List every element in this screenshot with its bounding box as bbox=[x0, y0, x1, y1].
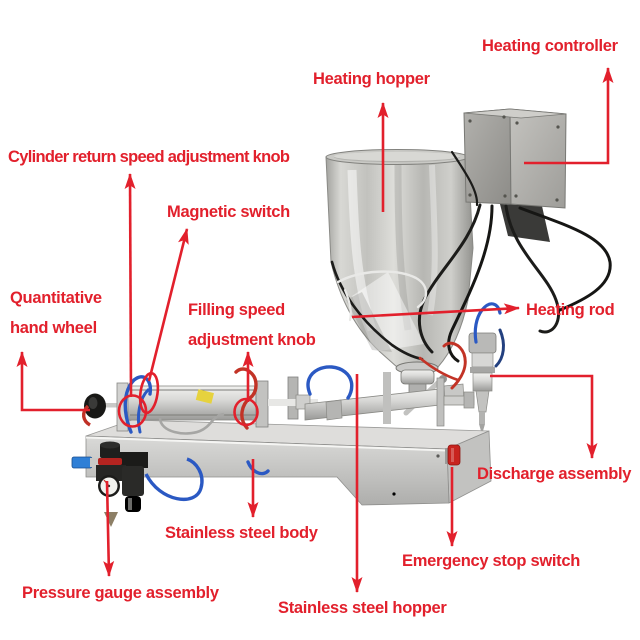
annotation-arrows bbox=[16, 67, 614, 593]
cables bbox=[330, 150, 612, 363]
callout-quantitative-hand-wheel: Quantitative hand wheel bbox=[10, 283, 102, 343]
arrow-discharge-assembly bbox=[490, 374, 598, 459]
callout-text: Stainless steel hopper bbox=[278, 599, 447, 617]
arrow-heating-rod bbox=[351, 303, 520, 319]
callout-text: Pressure gauge assembly bbox=[22, 584, 219, 602]
callout-cylinder-return-speed-adjustment-knob: Cylinder return speed adjustment knob bbox=[8, 147, 290, 167]
callout-text: Magnetic switch bbox=[167, 203, 290, 221]
callout-text: Heating hopper bbox=[313, 70, 430, 88]
callout-heating-rod: Heating rod bbox=[526, 300, 615, 320]
callout-text: Discharge assembly bbox=[477, 465, 632, 483]
callout-filling-speed-adjustment-knob: Filling speed adjustment knob bbox=[188, 295, 316, 355]
callout-text: Stainless steel body bbox=[165, 524, 318, 542]
callout-pressure-gauge-assembly: Pressure gauge assembly bbox=[22, 583, 219, 603]
arrow-cylinder-return bbox=[124, 173, 136, 398]
callout-emergency-stop-switch: Emergency stop switch bbox=[402, 551, 580, 571]
heating-controller-part bbox=[463, 108, 567, 242]
highlight-ellipse-return-knob bbox=[117, 394, 148, 428]
callout-stainless-steel-body: Stainless steel body bbox=[165, 523, 318, 543]
callout-text: Emergency stop switch bbox=[402, 552, 581, 570]
highlight-ellipse-filling-knob bbox=[233, 397, 259, 427]
callout-text: Heating controller bbox=[482, 37, 618, 55]
callout-text: Quantitative bbox=[10, 289, 102, 307]
emergency-stop-part bbox=[445, 444, 461, 466]
callout-text: Filling speed bbox=[188, 301, 285, 319]
callout-text: Heating rod bbox=[526, 301, 615, 319]
callout-discharge-assembly: Discharge assembly bbox=[477, 464, 631, 484]
arrow-heating-controller bbox=[524, 67, 614, 165]
arrow-magnetic-switch bbox=[147, 228, 189, 382]
arrow-quantitative-hand-wheel bbox=[16, 351, 90, 412]
callout-text: hand wheel bbox=[10, 319, 97, 337]
callout-magnetic-switch: Magnetic switch bbox=[167, 202, 290, 222]
arrow-pressure-gauge bbox=[103, 480, 115, 577]
callout-stainless-steel-hopper: Stainless steel hopper bbox=[278, 598, 447, 618]
highlight-ellipse-magnetic-switch bbox=[138, 371, 160, 415]
heating-hopper-part bbox=[325, 149, 474, 368]
product-cylinder-part bbox=[304, 372, 465, 427]
callout-heating-controller: Heating controller bbox=[482, 36, 618, 56]
callout-text: adjustment knob bbox=[188, 331, 316, 349]
callout-text: Cylinder return speed adjustment knob bbox=[8, 148, 290, 166]
callout-heating-hopper: Heating hopper bbox=[313, 69, 430, 89]
